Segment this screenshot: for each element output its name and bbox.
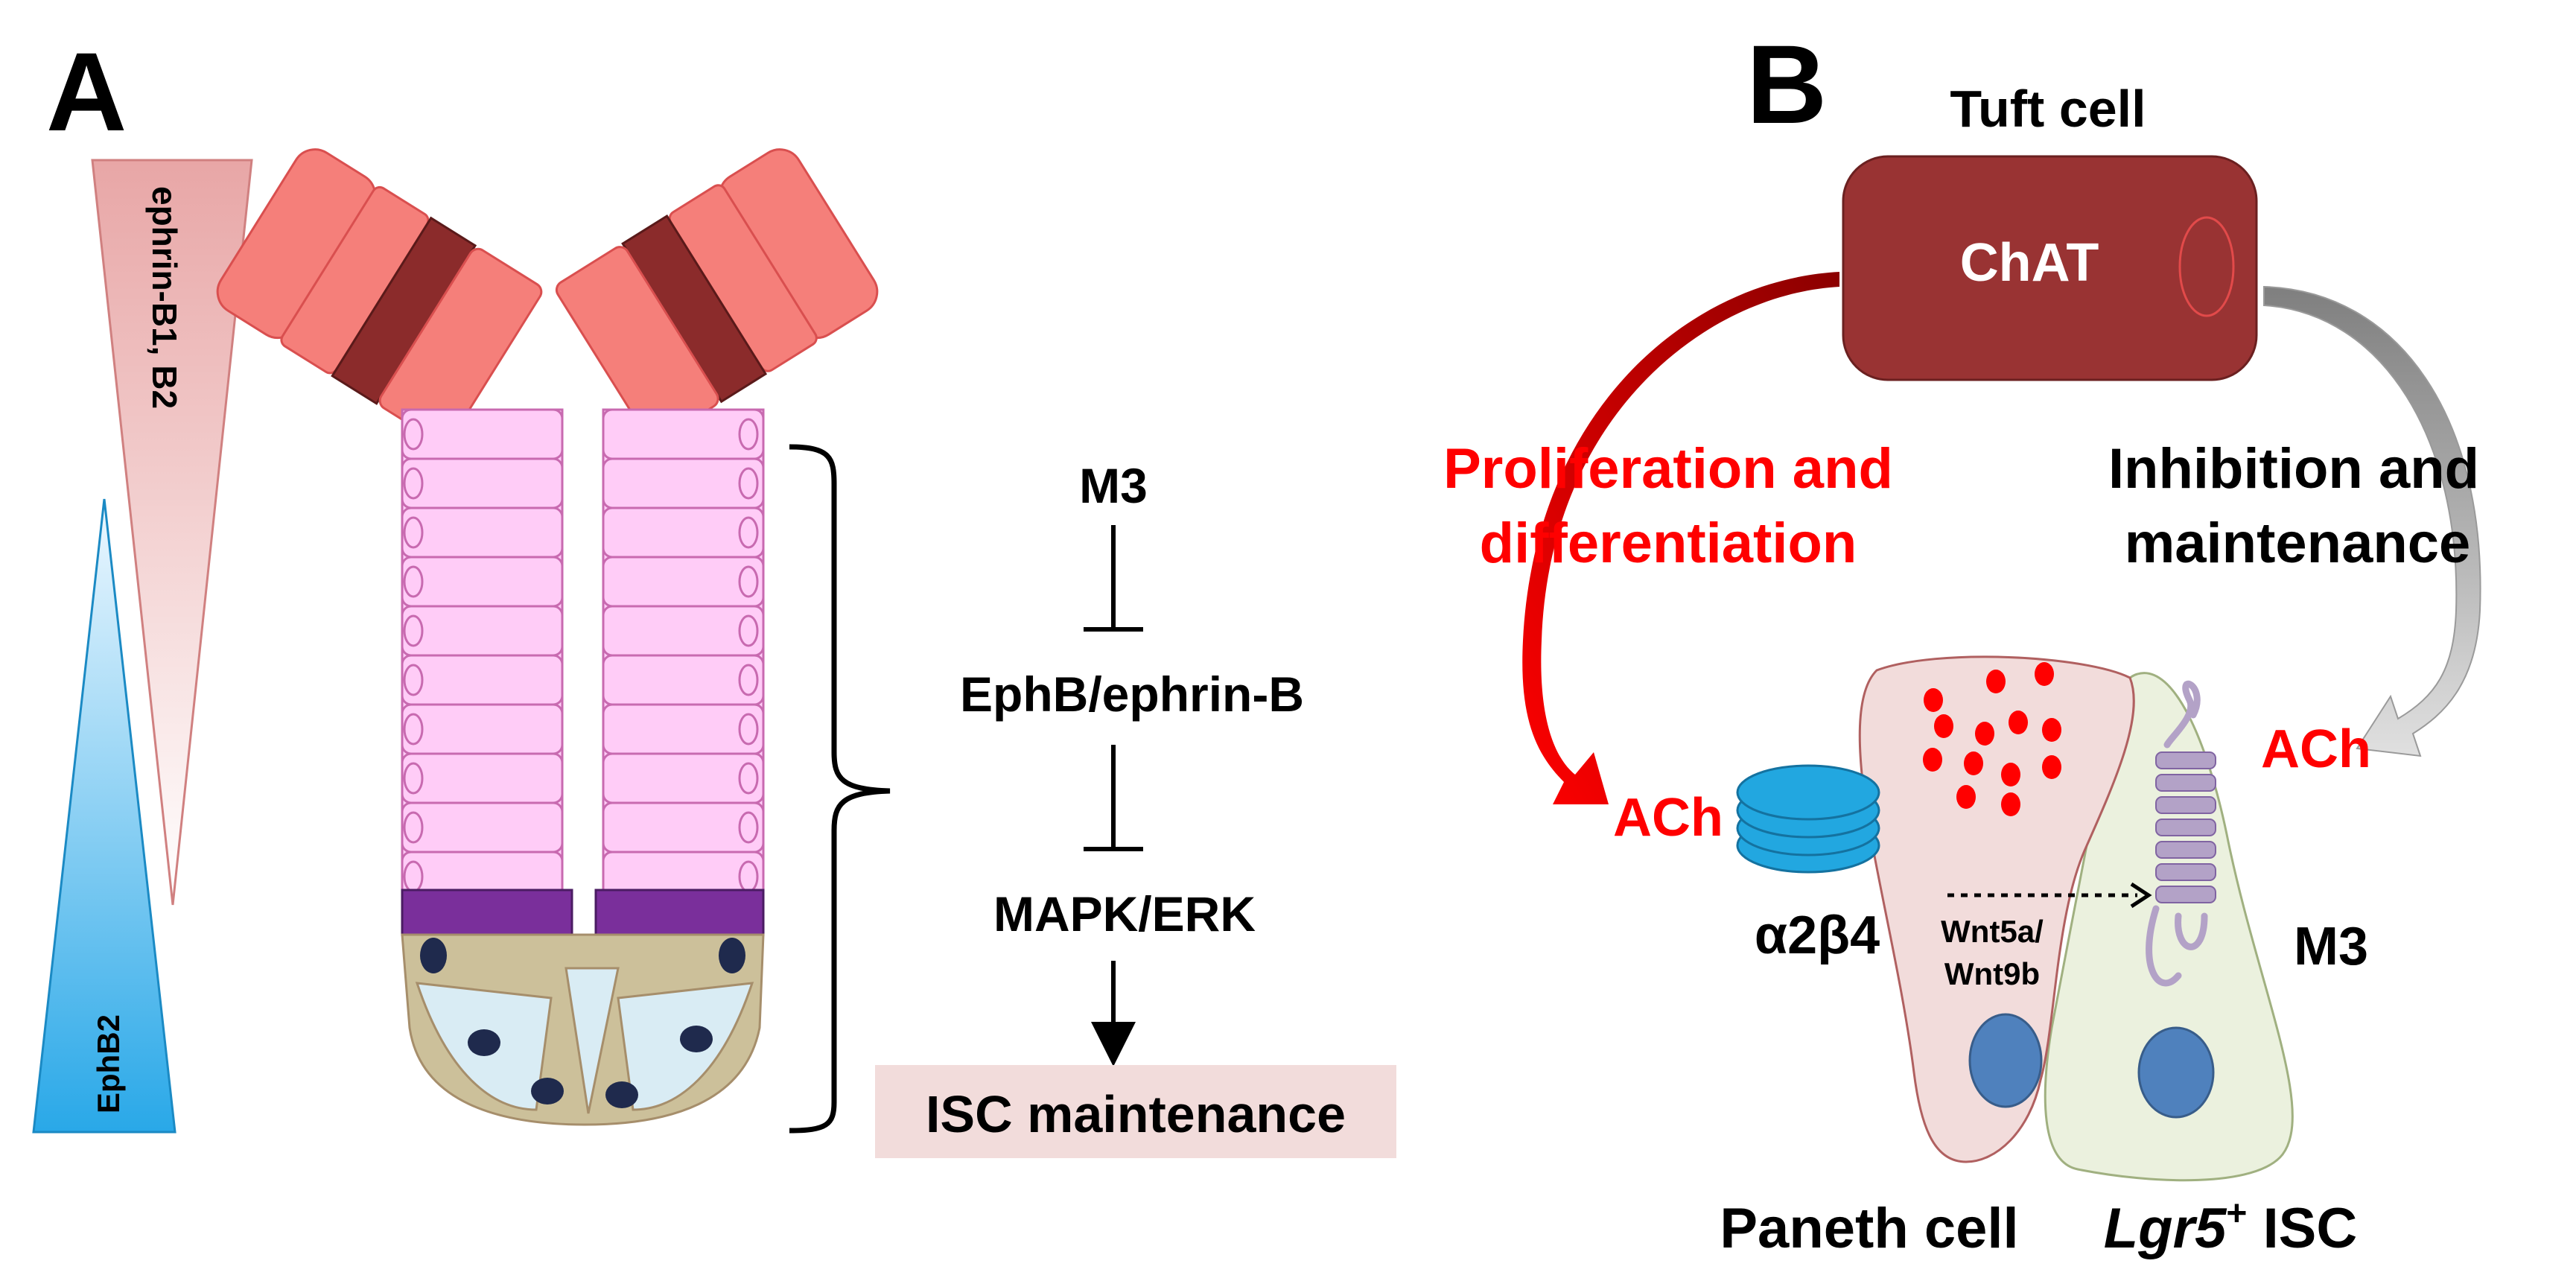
crypt-bracket [789,444,891,1134]
paneth-granule [2001,763,2020,786]
isc-maintenance-box [875,1065,1396,1158]
isc-label: Lgr5+ ISC [2104,1194,2358,1260]
m3-helix [2155,819,2216,836]
transit-cell [401,408,564,460]
ephb2-gradient-triangle [32,498,176,1134]
transit-cell-nucleus [403,664,424,696]
m3-helix [2155,886,2216,903]
pathway-outcome: ISC maintenance [926,1085,1346,1143]
ephrin-gradient-triangle [91,159,253,906]
panel-b-letter: B [1746,22,1827,147]
muscarinic-label: M3 [2294,917,2368,976]
transit-cell-nucleus [403,614,424,647]
m3-helix [2155,751,2216,769]
crypt-nucleus [468,1029,500,1056]
m3-receptor [2146,680,2216,987]
red-curved-arrow [1522,272,1839,804]
crypt-nucleus [531,1078,564,1105]
paneth-granule [1934,714,1953,738]
transit-cell-nucleus [738,664,759,696]
isc-gene-name: Lgr5 [2104,1197,2227,1260]
left-effect-line2: differentiation [1480,512,1857,575]
chat-label: ChAT [1960,233,2099,293]
paneth-cell-label: Paneth cell [1720,1197,2018,1260]
tuft-cell [1842,155,2258,381]
paneth-granule [2001,792,2020,816]
crypt-nucleus [719,938,745,973]
transit-cell-nucleus [403,713,424,746]
paneth-granule [1975,722,1994,746]
m3-helix [2155,841,2216,859]
stem-cell-nucleus [2137,1026,2215,1119]
nicotinic-receptor [1736,764,1880,874]
ephb2-gradient-label: EphB2 [91,1014,126,1113]
transit-cell-nucleus [738,713,759,746]
transit-cell-nucleus [403,418,424,451]
left-effect-line1: Proliferation and [1443,437,1893,500]
transit-cell-nucleus [738,565,759,598]
right-effect-line1: Inhibition and [2108,437,2479,500]
transit-cell-nucleus [738,516,759,549]
paneth-cell-nucleus [1968,1013,2043,1108]
transit-cell-nucleus [403,811,424,844]
isc-suffix: ISC [2247,1197,2357,1260]
transit-amplifying-cells [401,408,765,903]
right-effect-line2: maintenance [2125,512,2471,575]
crypt-base-band-right [594,889,765,936]
wnt-label-line1: Wnt5a/ [1941,914,2044,949]
transit-cell [401,752,564,804]
transit-cell [401,654,564,706]
m3-helix [2155,774,2216,792]
paneth-granule [2042,718,2061,742]
transit-cell-nucleus [403,762,424,795]
transit-cell-nucleus [738,418,759,451]
tuft-cell-nucleus [2178,216,2235,317]
transit-cell-nucleus [738,762,759,795]
isc-superscript: + [2226,1194,2247,1233]
transit-cell [401,801,564,854]
paneth-granule [1964,751,1983,775]
paneth-granules [1923,662,2061,816]
transit-cell [401,556,564,608]
tuft-cell-title: Tuft cell [1950,80,2146,138]
paneth-granule [1924,688,1943,712]
transit-cell-nucleus [738,811,759,844]
crypt-base-band-left [401,889,573,936]
panel-a-letter: A [46,29,127,154]
paneth-granule [2009,711,2028,734]
paneth-granule [1986,670,2006,693]
ephrin-gradient-label: ephrin-B1, B2 [145,186,184,409]
transit-cell-nucleus [738,467,759,500]
transit-cell [401,605,564,657]
transit-cell-nucleus [403,467,424,500]
ach-right: ACh [2261,719,2371,779]
pathway-mapk: MAPK/ERK [993,886,1256,941]
wnt-label-line2: Wnt9b [1944,956,2040,991]
paneth-granule [1923,748,1942,772]
crypt-nucleus [420,938,447,973]
gray-curved-arrow [2263,285,2481,757]
m3-helix [2155,796,2216,814]
pathway-ephb: EphB/ephrin-B [960,667,1304,722]
transit-cell-nucleus [403,565,424,598]
transit-cell-nucleus [738,614,759,647]
pathway-m3: M3 [1079,458,1148,513]
nicotinic-label: α2β4 [1755,906,1880,965]
ach-left: ACh [1613,788,1723,848]
paneth-granule [1956,785,1976,809]
crypt-nucleus [605,1081,638,1108]
wnt-arrowhead [2130,882,2152,909]
paneth-cell [1858,655,2135,1163]
transit-cell-nucleus [403,516,424,549]
transit-cell [401,457,564,509]
transit-cell [401,506,564,559]
paneth-granule [2042,755,2061,779]
transit-cell [401,703,564,755]
m3-helix [2155,863,2216,881]
intestinal-crypt [216,148,879,1126]
crypt-nucleus [680,1026,713,1052]
paneth-granule [2035,662,2054,686]
